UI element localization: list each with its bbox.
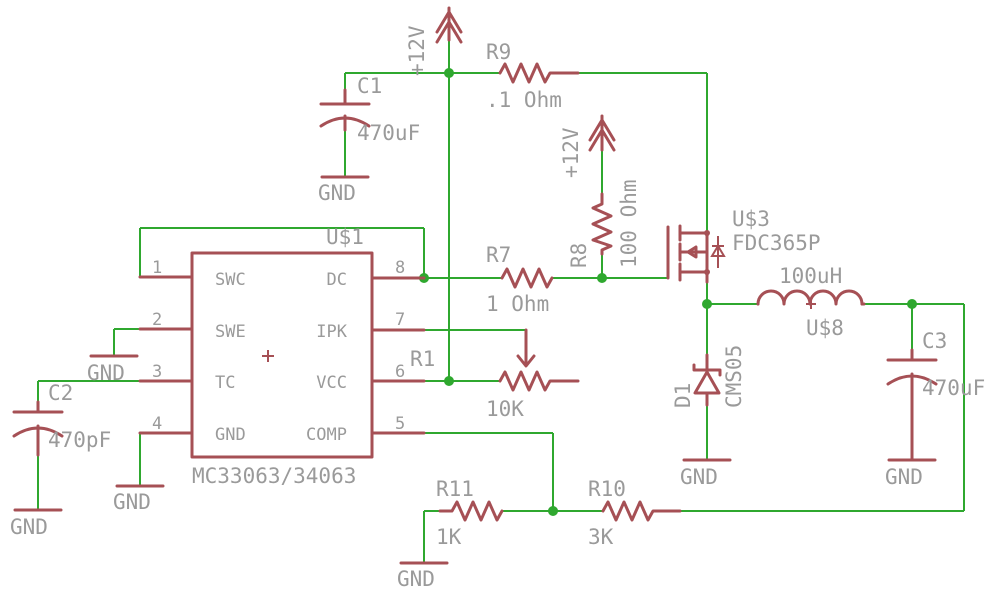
capacitor-c2[interactable]: C2 470pF GND — [10, 381, 111, 539]
potentiometer-r1[interactable]: R1 10K — [410, 328, 580, 421]
c3-ref: C3 — [922, 329, 947, 353]
junction-dot — [444, 68, 454, 78]
pin-number-5: 5 — [395, 414, 405, 434]
u8-ref: U$8 — [806, 316, 844, 340]
pin-number-3: 3 — [152, 362, 162, 382]
ic-part: MC33063/34063 — [192, 464, 356, 488]
c2-ref: C2 — [48, 381, 73, 405]
resistor-r11[interactable]: R11 1K GND — [397, 477, 504, 591]
pin-name-comp: COMP — [306, 425, 347, 445]
pin-number-2: 2 — [152, 310, 162, 330]
pin-number-4: 4 — [152, 414, 162, 434]
pin-name-gnd: GND — [215, 425, 246, 445]
diode-d1[interactable]: D1 CMS05 GND — [671, 345, 746, 489]
gnd-label: GND — [113, 490, 151, 514]
junction-dot — [548, 506, 558, 516]
u3-value: FDC365P — [732, 231, 821, 255]
ic-ref: U$1 — [326, 225, 364, 249]
r9-value: .1 Ohm — [486, 88, 562, 112]
inductor-u8[interactable]: 100uH U$8 — [756, 264, 866, 340]
gnd-symbol-pin4[interactable]: GND — [113, 484, 165, 514]
c1-ref: C1 — [357, 74, 382, 98]
r1-ref: R1 — [410, 347, 435, 371]
c2-value: 470pF — [48, 428, 111, 452]
r8-value: 100 Ohm — [617, 179, 641, 268]
r9-ref: R9 — [486, 40, 511, 64]
pin-number-7: 7 — [395, 310, 405, 330]
wires — [37, 40, 965, 563]
gnd-label: GND — [318, 181, 356, 205]
capacitor-c1[interactable]: C1 470uF GND — [318, 74, 420, 205]
junction-dot — [907, 299, 917, 309]
junction-dot — [597, 273, 607, 283]
r7-ref: R7 — [486, 243, 511, 267]
c1-value: 470uF — [357, 121, 420, 145]
r11-ref: R11 — [436, 477, 474, 501]
r10-ref: R10 — [588, 477, 626, 501]
junction-dot — [702, 299, 712, 309]
pin-number-6: 6 — [395, 362, 405, 382]
supply-top-label: +12V — [405, 25, 429, 76]
ic-u1[interactable]: SWC SWE TC GND DC IPK VCC COMP 1 2 3 4 8… — [138, 225, 426, 488]
supply-gate-label: +12V — [559, 127, 583, 178]
pin-name-swe: SWE — [215, 322, 246, 342]
supply-12v-gate[interactable]: +12V — [559, 114, 616, 178]
u3-ref: U$3 — [732, 207, 770, 231]
pin-name-vcc: VCC — [316, 373, 347, 393]
d1-ref: D1 — [671, 383, 695, 408]
pin-name-ipk: IPK — [316, 322, 347, 342]
gnd-symbol-pin2[interactable]: GND — [87, 354, 139, 385]
pin-name-tc: TC — [215, 373, 235, 393]
r7-value: 1 Ohm — [486, 292, 549, 316]
d1-value: CMS05 — [722, 345, 746, 408]
u8-value: 100uH — [779, 264, 842, 288]
resistor-r9[interactable]: R9 .1 Ohm — [486, 40, 580, 112]
gnd-label: GND — [885, 465, 923, 489]
pin-name-dc: DC — [327, 270, 347, 290]
gnd-label: GND — [10, 515, 48, 539]
ic-body — [190, 251, 374, 459]
gnd-label: GND — [397, 567, 435, 591]
junction-dot — [444, 376, 454, 386]
resistor-r10[interactable]: R10 3K — [588, 477, 682, 549]
resistor-r8[interactable]: R8 100 Ohm — [567, 179, 641, 268]
capacitor-c3[interactable]: C3 470uF GND — [885, 329, 985, 489]
gnd-label: GND — [680, 465, 718, 489]
pin-number-8: 8 — [395, 258, 405, 278]
resistor-r7[interactable]: R7 1 Ohm — [486, 243, 554, 316]
r8-ref: R8 — [567, 243, 591, 268]
c3-value: 470uF — [922, 376, 985, 400]
pin-number-1: 1 — [152, 258, 162, 278]
supply-12v-top[interactable]: +12V — [405, 6, 463, 76]
mosfet-u3[interactable]: U$3 FDC365P — [666, 207, 821, 284]
r11-value: 1K — [436, 525, 462, 549]
pin-name-swc: SWC — [215, 270, 246, 290]
r10-value: 3K — [588, 525, 614, 549]
r1-value: 10K — [486, 397, 524, 421]
gnd-label: GND — [87, 361, 125, 385]
